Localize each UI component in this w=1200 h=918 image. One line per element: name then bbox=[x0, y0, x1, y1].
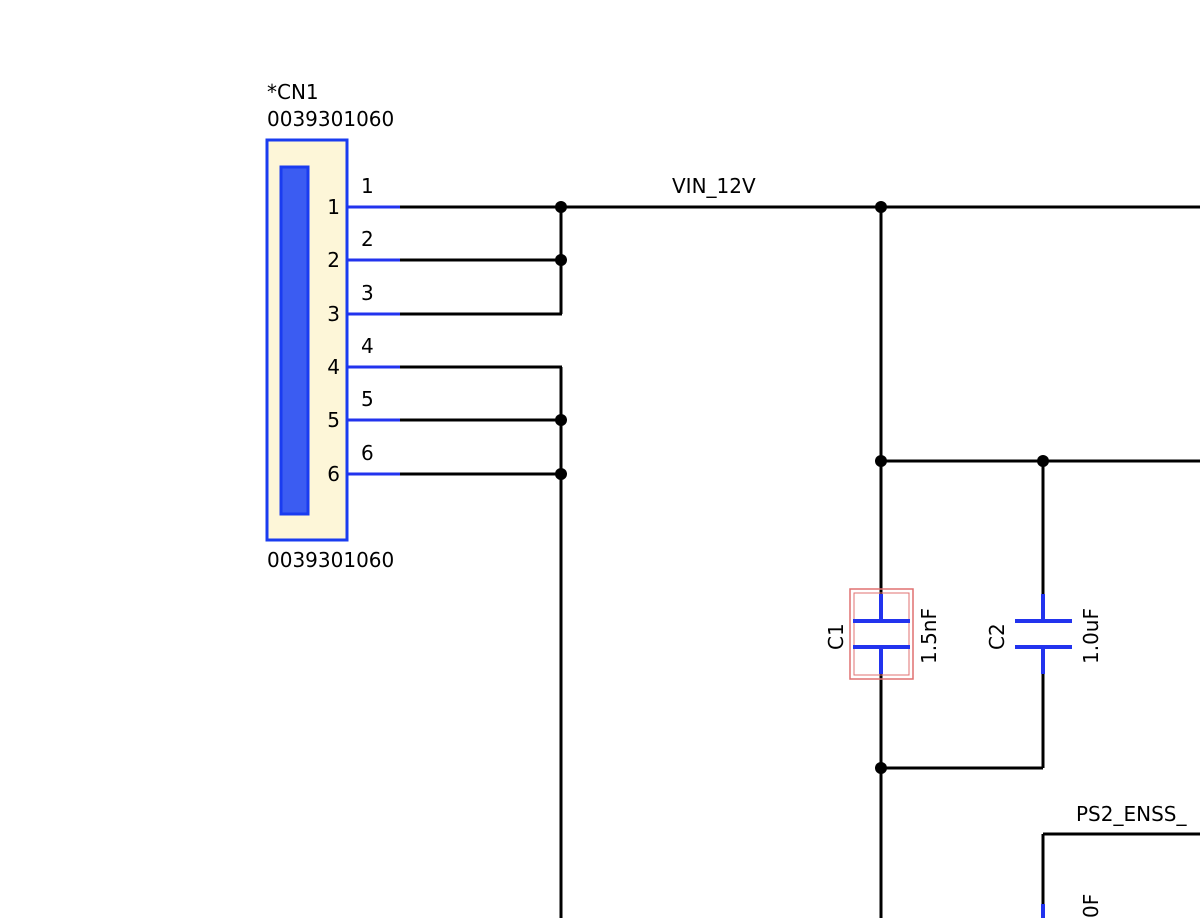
junction-dot bbox=[555, 414, 567, 426]
c1-ref: C1 bbox=[824, 623, 848, 650]
connector-pins bbox=[347, 205, 400, 476]
junction-dot bbox=[1037, 455, 1049, 467]
connector-ref: *CN1 bbox=[267, 80, 319, 104]
c1-value: 1.5nF bbox=[917, 608, 941, 664]
pin-5-inner: 5 bbox=[327, 408, 340, 432]
junction-dot bbox=[875, 455, 887, 467]
capacitor-c2[interactable]: C2 1.0uF bbox=[985, 594, 1103, 674]
connector-cn1[interactable]: *CN1 0039301060 0039301060 bbox=[265, 80, 394, 572]
junction-dot bbox=[875, 762, 887, 774]
junctions bbox=[555, 201, 1049, 774]
junction-dot bbox=[555, 468, 567, 480]
net-label-enss: PS2_ENSS_ bbox=[1076, 802, 1187, 826]
pin-2-inner: 2 bbox=[327, 248, 340, 272]
selection-highlight bbox=[849, 588, 914, 680]
pin-6-inner: 6 bbox=[327, 462, 340, 486]
junction-dot bbox=[555, 254, 567, 266]
pin-1-label: 1 bbox=[361, 174, 374, 198]
capacitor-partial[interactable]: 0F bbox=[1041, 894, 1103, 918]
connector-part-bottom: 0039301060 bbox=[267, 548, 394, 572]
pin-labels-outer: 1 2 3 4 5 6 bbox=[361, 174, 374, 465]
pin-3-label: 3 bbox=[361, 281, 374, 305]
pin-3-inner: 3 bbox=[327, 302, 340, 326]
pin-2-label: 2 bbox=[361, 227, 374, 251]
capacitor-c1[interactable]: C1 1.5nF bbox=[824, 588, 941, 680]
selection-highlight-inner bbox=[853, 592, 910, 676]
pin-numbers-inner: 1 2 3 4 5 6 bbox=[327, 195, 340, 486]
connector-pin-bar bbox=[279, 165, 310, 516]
pin-6-label: 6 bbox=[361, 441, 374, 465]
net-label-vin: VIN_12V bbox=[672, 174, 756, 198]
c2-value: 1.0uF bbox=[1079, 608, 1103, 664]
pin-4-inner: 4 bbox=[327, 355, 340, 379]
pin-5-label: 5 bbox=[361, 387, 374, 411]
wires[interactable] bbox=[400, 205, 1200, 918]
pin-1-inner: 1 bbox=[327, 195, 340, 219]
c2-ref: C2 bbox=[985, 623, 1009, 650]
pin-4-label: 4 bbox=[361, 334, 374, 358]
partial-value: 0F bbox=[1079, 894, 1103, 918]
junction-dot bbox=[555, 201, 567, 213]
junction-dot bbox=[875, 201, 887, 213]
connector-part-top: 0039301060 bbox=[267, 107, 394, 131]
